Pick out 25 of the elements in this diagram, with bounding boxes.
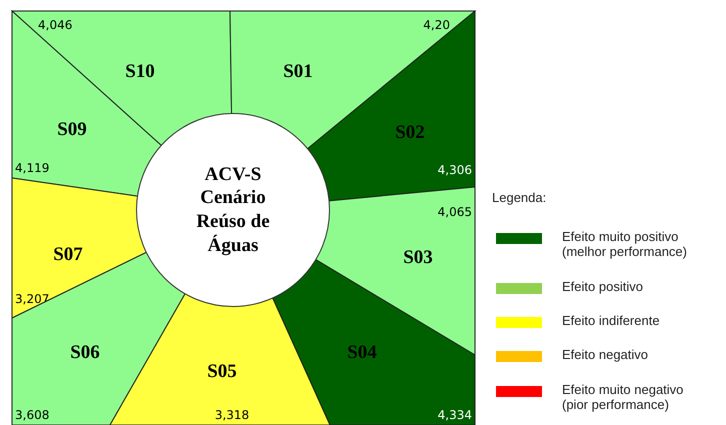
segment-label: S09 — [57, 119, 87, 141]
legend-text: Efeito positivo — [562, 279, 644, 294]
score-value: 4,046 — [38, 18, 72, 32]
score-value: 4,334 — [438, 408, 472, 422]
segment-label: S05 — [207, 361, 237, 383]
legend-text: Efeito indiferente — [562, 313, 661, 328]
segment-label: S10 — [125, 61, 155, 83]
score-value: 4,20 — [423, 18, 450, 32]
legend-text: Efeito negativo — [562, 347, 650, 362]
score-value: 4,306 — [438, 163, 472, 177]
legend-text: Efeito muito negativo (pior performance) — [562, 382, 684, 412]
center-title: ACV-S Cenário Reúso de Águas — [195, 162, 271, 258]
segment-label: S04 — [347, 342, 377, 364]
score-value: 3,207 — [15, 292, 50, 306]
segment-label: S06 — [70, 342, 100, 364]
segment-label: S01 — [283, 61, 313, 83]
segment-label: S03 — [403, 247, 433, 269]
legend-title: Legenda: — [492, 190, 546, 205]
score-value: 3,608 — [15, 408, 50, 422]
score-value: 4,119 — [15, 161, 50, 175]
segment-label: S07 — [53, 244, 83, 266]
score-value: 4,065 — [438, 205, 472, 219]
legend-text: Efeito muito positivo (melhor performance) — [562, 229, 688, 259]
score-value: 3,318 — [214, 408, 250, 422]
segment-label: S02 — [395, 122, 425, 144]
